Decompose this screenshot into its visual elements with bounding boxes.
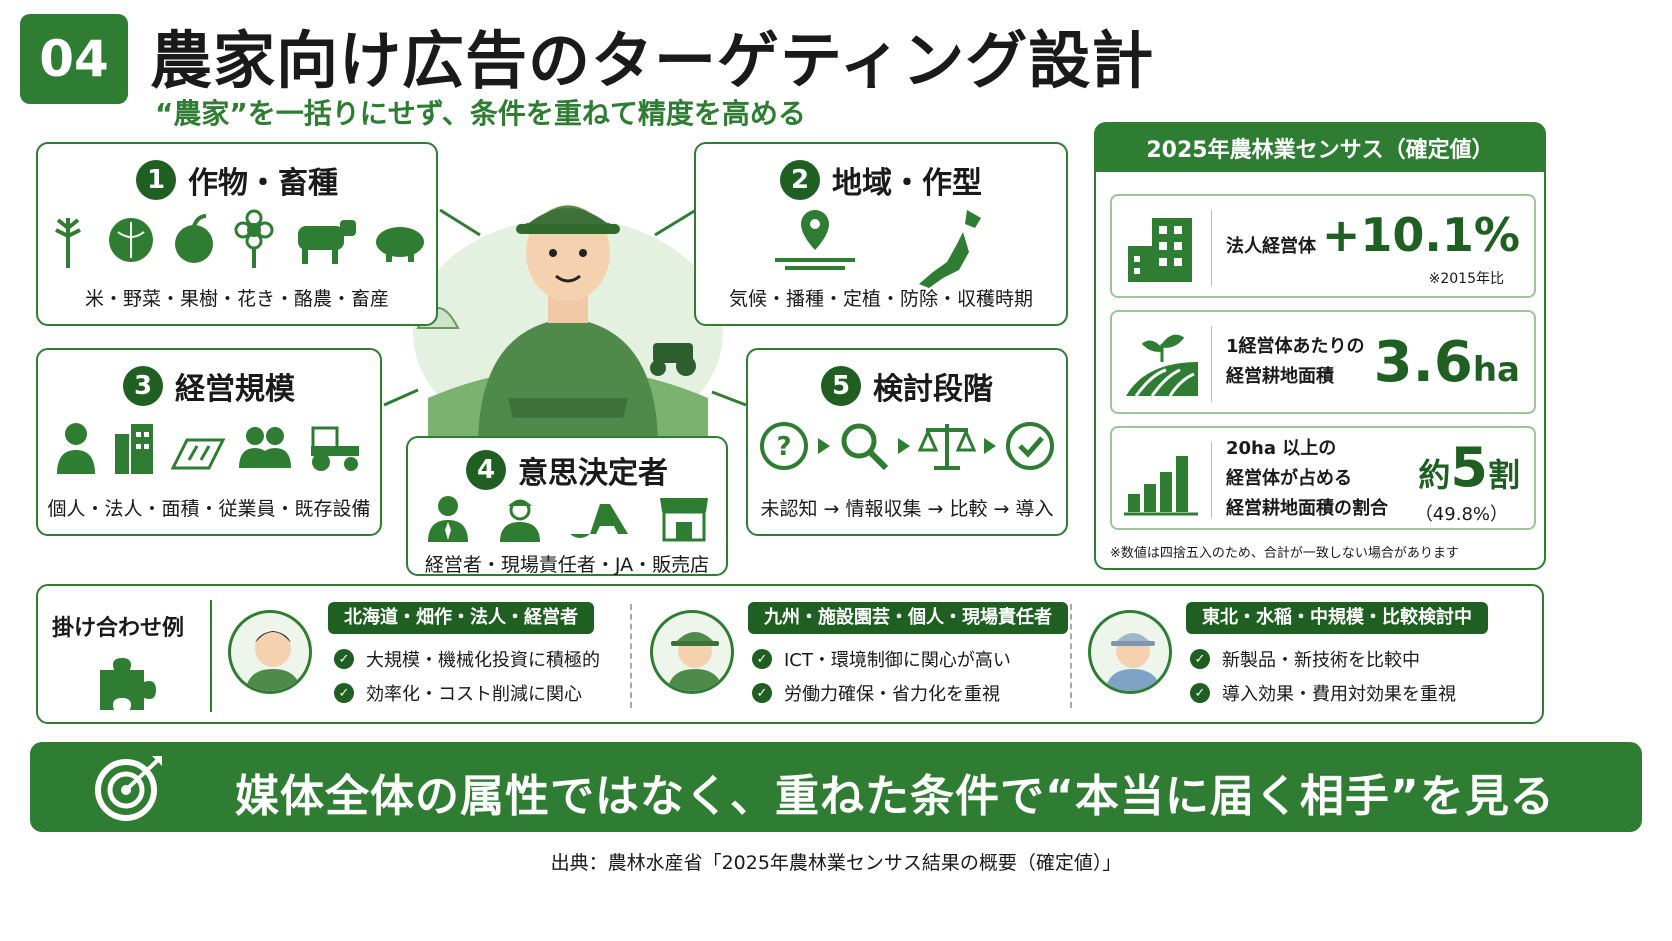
avatar-field-manager [650, 610, 734, 694]
combo-point: ✓導入効果・費用対効果を重視 [1190, 680, 1456, 706]
census-panel: 2025年農林業センサス（確定値） 法人経営体 +10.1% ※2015年比 1… [1094, 122, 1546, 570]
cabbage-icon [109, 218, 153, 262]
stat-unit: 割 [1487, 456, 1520, 494]
arrow-right-icon [984, 438, 996, 454]
card-business-scale: 3 経営規模 個人・法人・面積・従業員・既存設備 [36, 348, 382, 536]
card-number: 4 [466, 450, 506, 490]
stat-unit: ha [1472, 350, 1520, 390]
stat-area-per-entity: 1経営体あたりの経営耕地面積 3.6ha [1110, 310, 1536, 414]
card-decision-maker: 4 意思決定者 経営者・現場責任者・JA・販売店 [406, 436, 728, 576]
avatar-comparing-farmer [1088, 610, 1172, 694]
target-icon [95, 756, 162, 821]
puzzle-icon [100, 658, 156, 710]
stat-value: 3.6 [1373, 330, 1473, 395]
stat-label: 法人経営体 [1226, 236, 1316, 257]
key-message-text: 媒体全体の属性ではなく、重ねた条件で“本当に届く相手”を見る [235, 771, 1555, 822]
page-title: 農家向け広告のターゲティング設計 [150, 24, 1155, 97]
combo-point: ✓効率化・コスト削減に関心 [334, 680, 582, 706]
field-area-icon [170, 438, 225, 470]
building-icon [115, 424, 153, 474]
combo-point: ✓ICT・環境制御に関心が高い [752, 646, 1011, 672]
census-footnote: ※数値は四捨五入のため、合計が一致しない場合があります [1110, 546, 1459, 561]
store-icon [660, 498, 708, 542]
check-icon: ✓ [334, 683, 354, 703]
combo-tag: 東北・水稲・中規模・比較検討中 [1186, 602, 1488, 634]
card-number: 1 [136, 160, 176, 200]
avatar-executive [228, 610, 312, 694]
stat-corporate-entities: 法人経営体 +10.1% ※2015年比 [1110, 194, 1536, 298]
card-title: 検討段階 [873, 372, 993, 407]
card-region-season: 2 地域・作型 気候・播種・定植・防除・収穫時期 [694, 142, 1068, 326]
card-consideration-stage: 5 検討段階 ? 未認知 → 情報収集 → 比較 → 導入 [746, 348, 1068, 536]
arrow-right-icon [818, 438, 830, 454]
card-title: 作物・畜種 [188, 166, 338, 201]
question-icon: ? [760, 422, 808, 470]
key-message-banner: 媒体全体の属性ではなく、重ねた条件で“本当に届く相手”を見る [30, 742, 1642, 832]
executive-icon [428, 496, 468, 542]
combo-tag: 九州・施設園芸・個人・現場責任者 [748, 602, 1068, 634]
card-crop-livestock: 1 作物・畜種 米・野菜・果樹・花き・酪農・畜産 [36, 142, 438, 326]
cow-icon [298, 220, 356, 264]
combination-examples: 掛け合わせ例 北海道・畑作・法人・経営者 ✓大規模・機械化投資に積極的 ✓効率化… [36, 584, 1544, 724]
svg-text:?: ? [776, 432, 791, 462]
combo-tag: 北海道・畑作・法人・経営者 [328, 602, 594, 634]
tractor-icon [311, 426, 359, 471]
apple-icon [175, 214, 213, 263]
card-title: 意思決定者 [518, 456, 668, 491]
card-items: 個人・法人・面積・従業員・既存設備 [47, 498, 371, 520]
farmer-illustration [408, 168, 728, 448]
stat-note: ※2015年比 [1428, 271, 1504, 287]
check-circle-icon [1006, 422, 1054, 470]
field-manager-icon [500, 499, 540, 542]
scale-icon [918, 424, 976, 470]
check-icon: ✓ [334, 649, 354, 669]
card-title: 経営規模 [175, 372, 295, 407]
census-header: 2025年農林業センサス（確定値） [1096, 124, 1544, 172]
check-icon: ✓ [1190, 649, 1210, 669]
stat-large-farm-share: 20ha 以上の経営体が占める経営耕地面積の割合 約5割 （49.8%） [1110, 426, 1536, 530]
pig-icon [376, 227, 424, 262]
section-number-badge: 04 [20, 14, 128, 104]
flower-icon [234, 209, 274, 268]
combo-point: ✓新製品・新技術を比較中 [1190, 646, 1420, 672]
stat-label: 1経営体あたりの経営耕地面積 [1226, 336, 1365, 387]
field-sprout-icon [1122, 326, 1212, 402]
combo-point: ✓労働力確保・省力化を重視 [752, 680, 1000, 706]
stat-label: 20ha 以上の経営体が占める経営耕地面積の割合 [1226, 438, 1388, 519]
check-icon: ✓ [752, 649, 772, 669]
card-number: 5 [821, 366, 861, 406]
japan-map-icon [919, 210, 981, 288]
stat-value: +10.1% [1321, 208, 1520, 262]
card-items: 米・野菜・果樹・花き・酪農・畜産 [84, 288, 389, 310]
person-icon [57, 423, 95, 474]
ja-logo-icon [570, 504, 628, 538]
card-title: 地域・作型 [832, 166, 982, 201]
stat-note: （49.8%） [1414, 504, 1508, 525]
rice-icon [55, 218, 81, 268]
arrow-right-icon [898, 438, 910, 454]
page-subtitle: “農家”を一括りにせず、条件を重ねて精度を高める [155, 97, 806, 130]
search-icon [841, 423, 889, 471]
check-icon: ✓ [1190, 683, 1210, 703]
map-pin-icon [775, 210, 855, 270]
employees-icon [239, 427, 291, 468]
stat-value: 5 [1450, 436, 1488, 499]
stat-prefix: 約 [1418, 456, 1451, 494]
card-items: 経営者・現場責任者・JA・販売店 [424, 554, 710, 576]
card-items: 未認知 → 情報収集 → 比較 → 導入 [760, 498, 1054, 520]
check-icon: ✓ [752, 683, 772, 703]
card-items: 気候・播種・定植・防除・収穫時期 [728, 288, 1033, 310]
card-number: 3 [123, 366, 163, 406]
card-number: 2 [780, 160, 820, 200]
combo-section-label: 掛け合わせ例 [52, 616, 185, 641]
source-citation: 出典：農林水産省「2025年農林業センサス結果の概要（確定値）」 [550, 852, 1122, 874]
combo-point: ✓大規模・機械化投資に積極的 [334, 646, 600, 672]
bar-chart-icon [1122, 442, 1212, 518]
building-icon [1122, 210, 1212, 286]
